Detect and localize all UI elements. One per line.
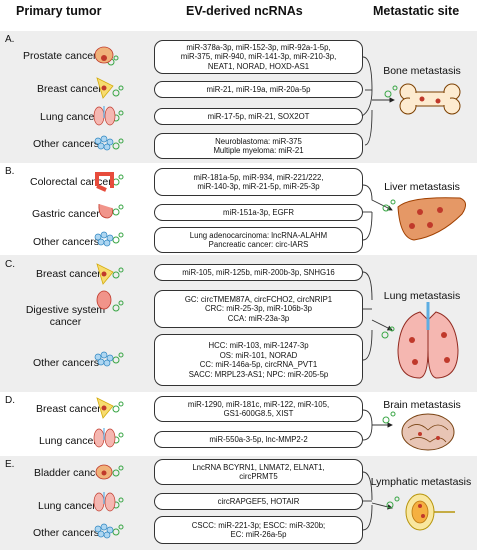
ncrna-line: miR-21, miR-19a, miR-20a-5p bbox=[206, 84, 311, 94]
ncrna-line: miR-140-3p, miR-21-5p, miR-25-3p bbox=[197, 182, 320, 191]
tumor-label: Lung cancer bbox=[38, 500, 96, 512]
metastatic-site-header: Metastatic site bbox=[373, 4, 460, 18]
ncrna-line: CSCC: miR-221-3p; ESCC: miR-320b; bbox=[191, 520, 326, 530]
section-a-letter: A. bbox=[5, 34, 15, 45]
tumor-label: Breast cancer bbox=[36, 403, 101, 415]
ncrna-box: miR-1290, miR-181c, miR-122, miR-105, GS… bbox=[154, 396, 363, 422]
tumor-label: Prostate cancer bbox=[23, 50, 97, 62]
ncrna-line: GC: circTMEM87A, circFCHO2, circNRIP1 bbox=[184, 294, 333, 304]
ncrna-line: CRC: miR-25-3p, miR-106b-3p bbox=[204, 304, 313, 314]
ncrna-box: HCC: miR-103, miR-1247-3p OS: miR-101, N… bbox=[154, 334, 363, 386]
site-label: Brain metastasis bbox=[383, 399, 461, 411]
ncrna-line: miR-151a-3p, EGFR bbox=[222, 207, 295, 217]
ncrna-line: CC: miR-146a-5p, circRNA_PVT1 bbox=[199, 360, 318, 369]
ncrna-line: LncRNA BCYRN1, LNMAT2, ELNAT1, bbox=[192, 462, 325, 472]
ncrna-line: miR-550a-3-5p, lnc-MMP2-2 bbox=[209, 434, 308, 444]
ncrna-line: miR-375, miR-940, miR-141-3p, miR-210-3p… bbox=[180, 52, 337, 62]
ncrna-line: GS1-600G8.5, XIST bbox=[223, 409, 294, 418]
ncrna-line: miR-378a-3p, miR-152-3p, miR-92a-1-5p, bbox=[186, 42, 331, 52]
site-label: Lymphatic metastasis bbox=[370, 476, 472, 488]
ncrna-box: GC: circTMEM87A, circFCHO2, circNRIP1 CR… bbox=[154, 290, 363, 328]
tumor-label: Other cancers bbox=[33, 527, 99, 539]
ncrna-line: circRAPGEF5, HOTAIR bbox=[217, 496, 300, 506]
ncrna-line: miR-1290, miR-181c, miR-122, miR-105, bbox=[187, 399, 330, 409]
tumor-label: Digestive system cancer bbox=[25, 304, 106, 328]
ncrna-box: miR-181a-5p, miR-934, miR-221/222, miR-1… bbox=[154, 168, 363, 196]
tumor-label: Lung cancer bbox=[39, 435, 97, 447]
ncrna-line: miR-105, miR-125b, miR-200b-3p, SNHG16 bbox=[182, 267, 335, 277]
ncrna-line: SACC: MRPL23-AS1; NPC: miR-205-5p bbox=[188, 369, 329, 379]
ncrna-line: miR-181a-5p, miR-934, miR-221/222, bbox=[193, 172, 324, 182]
ncrna-box: miR-378a-3p, miR-152-3p, miR-92a-1-5p, m… bbox=[154, 40, 363, 74]
ncrna-line: Lung adenocarcinoma: lncRNA-ALAHM bbox=[189, 230, 328, 240]
tumor-label: Other cancers bbox=[33, 236, 99, 248]
primary-tumor-header: Primary tumor bbox=[16, 4, 102, 18]
ncrna-line: miR-17-5p, miR-21, SOX2OT bbox=[207, 111, 310, 121]
section-c-letter: C. bbox=[5, 259, 15, 270]
ncrna-box: CSCC: miR-221-3p; ESCC: miR-320b; EC: mi… bbox=[154, 516, 363, 544]
ncrna-line: CCA: miR-23a-3p bbox=[227, 313, 290, 323]
ncrna-line: NEAT1, NORAD, HOXD-AS1 bbox=[207, 61, 310, 71]
tumor-label: Gastric cancer bbox=[32, 208, 100, 220]
ncrna-line: Multiple myeloma: miR-21 bbox=[213, 146, 304, 155]
ncrna-line: Pancreatic cancer: circ-IARS bbox=[208, 240, 309, 249]
ncrna-box: Lung adenocarcinoma: lncRNA-ALAHM Pancre… bbox=[154, 227, 363, 253]
ncrna-box: Neuroblastoma: miR-375 Multiple myeloma:… bbox=[154, 133, 363, 159]
section-d-letter: D. bbox=[5, 395, 15, 406]
ncrna-box: miR-151a-3p, EGFR bbox=[154, 204, 363, 221]
tumor-label: Other cancers bbox=[33, 357, 99, 369]
ncrna-line: Neuroblastoma: miR-375 bbox=[215, 136, 302, 146]
ncrna-line: EC: miR-26a-5p bbox=[230, 530, 287, 539]
tumor-label: Other cancers bbox=[33, 138, 99, 150]
tumor-label: Lung cancer bbox=[40, 111, 98, 123]
ncrna-box: circRAPGEF5, HOTAIR bbox=[154, 493, 363, 510]
ncrna-box: miR-550a-3-5p, lnc-MMP2-2 bbox=[154, 431, 363, 448]
site-label: Bone metastasis bbox=[383, 65, 461, 77]
ncrna-box: miR-21, miR-19a, miR-20a-5p bbox=[154, 81, 363, 98]
tumor-label: Colorectal cancer bbox=[30, 176, 112, 188]
tumor-label: Breast cancer bbox=[36, 268, 101, 280]
ncrna-line: HCC: miR-103, miR-1247-3p bbox=[208, 341, 309, 350]
tumor-label: Breast cancer bbox=[37, 83, 102, 95]
ncrna-line: circPRMT5 bbox=[239, 472, 278, 481]
ncrna-line: OS: miR-101, NORAD bbox=[219, 350, 298, 360]
tumor-label: Bladder cancer bbox=[34, 467, 105, 479]
ncrna-box: LncRNA BCYRN1, LNMAT2, ELNAT1, circPRMT5 bbox=[154, 459, 363, 485]
site-label: Lung metastasis bbox=[383, 290, 461, 302]
ev-ncrnas-header: EV-derived ncRNAs bbox=[186, 4, 303, 18]
site-label: Liver metastasis bbox=[384, 181, 460, 193]
ncrna-box: miR-17-5p, miR-21, SOX2OT bbox=[154, 108, 363, 125]
section-e-letter: E. bbox=[5, 459, 15, 470]
ncrna-box: miR-105, miR-125b, miR-200b-3p, SNHG16 bbox=[154, 264, 363, 281]
section-b-letter: B. bbox=[5, 166, 15, 177]
